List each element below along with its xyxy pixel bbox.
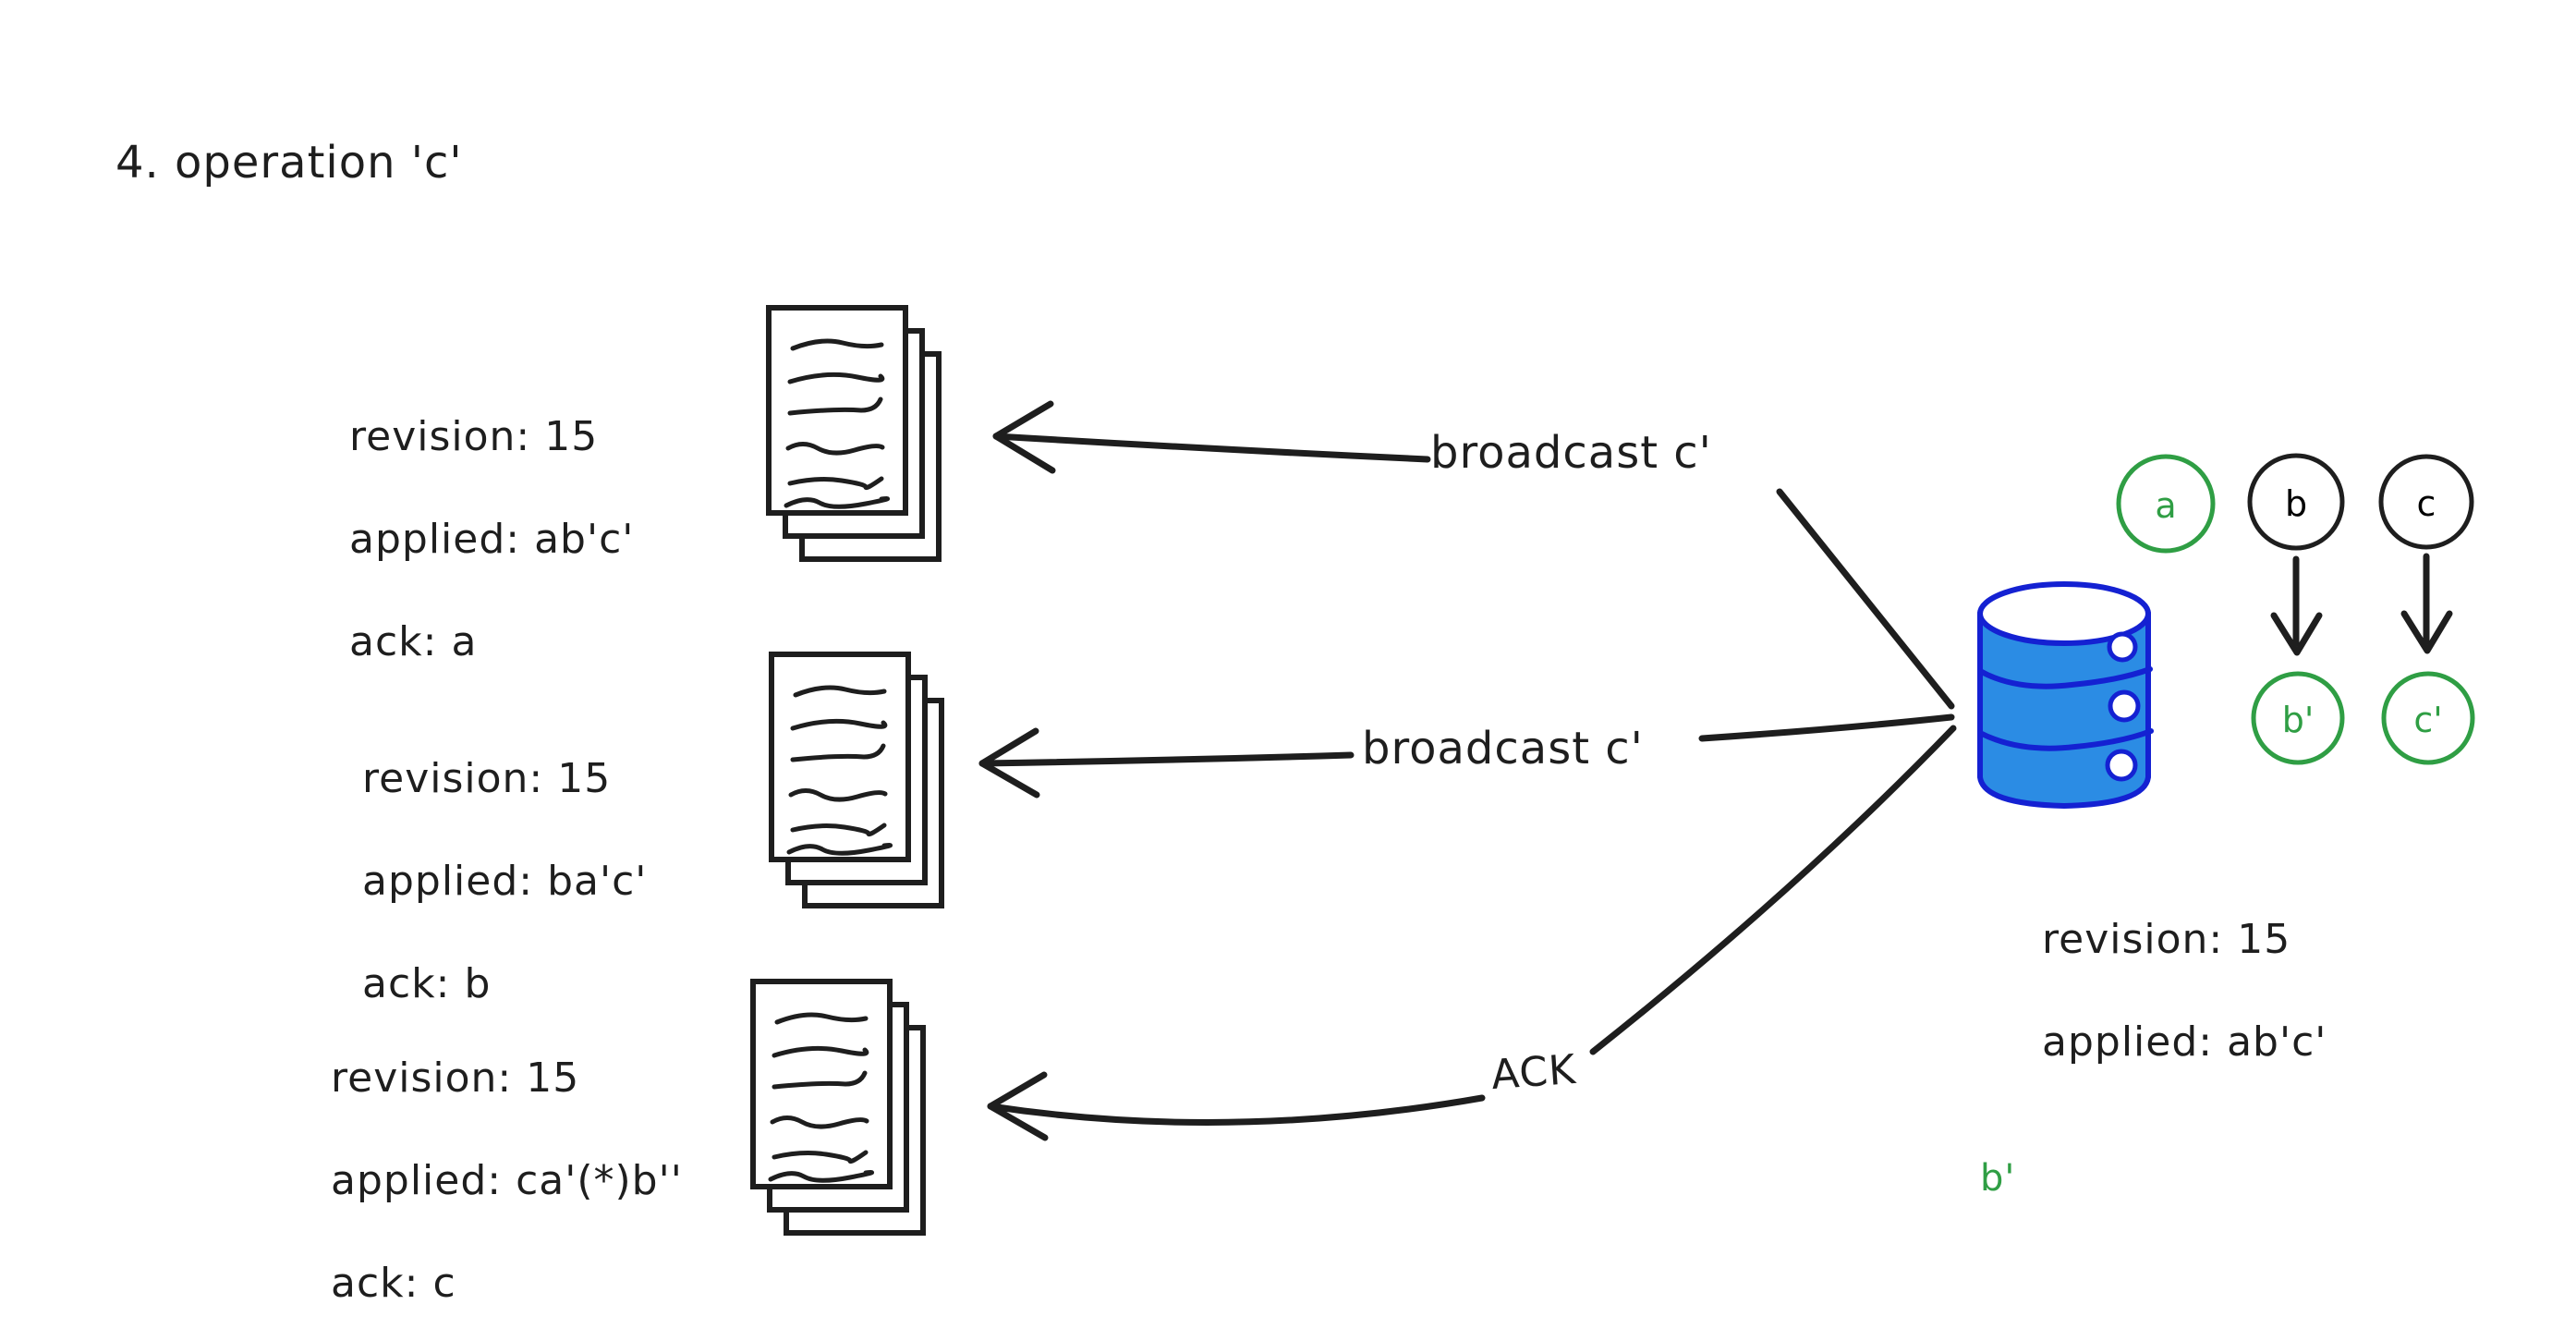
document-stack-2 <box>772 654 942 906</box>
arrow-shaft <box>1698 713 1955 742</box>
database-icon <box>1977 581 2154 810</box>
ack-label: ACK <box>1489 1045 1578 1100</box>
applied-line: applied: ab'c' <box>349 516 635 563</box>
client-state-2: revision: 15 applied: ba'c' ack: b <box>362 710 647 1053</box>
arrow-broadcast-top <box>992 400 1955 710</box>
node-letter-b-prime: b' <box>2281 700 2315 740</box>
broadcast-top-label: broadcast c' <box>1430 427 1712 479</box>
operation-node-c <box>2378 454 2474 550</box>
db-body <box>1977 610 2151 810</box>
db-separator-1 <box>1977 666 2153 689</box>
applied-line: applied: ba'c' <box>362 858 648 905</box>
revision-line: revision: 15 <box>349 413 599 460</box>
arrow-shaft <box>987 1094 1486 1126</box>
ack-line: ack: b <box>362 960 492 1007</box>
op-arrow-c-to-c-prime <box>2400 553 2453 654</box>
document-stack-3 <box>753 981 923 1233</box>
revision-line: revision: 15 <box>362 755 612 802</box>
db-separator-2 <box>1977 728 2154 751</box>
arrow-shaft <box>992 433 1431 463</box>
operation-node-c-prime <box>2381 671 2475 765</box>
client-state-3: revision: 15 applied: ca'(*)b'' ack: c <box>331 1009 683 1341</box>
ack-line: ack: a <box>349 618 478 665</box>
node-letter-c-prime: c' <box>2413 700 2443 740</box>
pending-note-b-prime: b' <box>1980 1157 2016 1200</box>
revision-line: revision: 15 <box>331 1055 580 1102</box>
arrow-shaft <box>978 751 1355 767</box>
applied-line: applied: ab'c' <box>2042 1018 2327 1066</box>
broadcast-middle-label: broadcast c' <box>1362 723 1644 774</box>
node-letter-c: c <box>2416 483 2436 524</box>
db-hole-2 <box>2108 689 2141 723</box>
operation-node-b <box>2247 453 2345 551</box>
applied-line: applied: ca'(*)b'' <box>331 1157 683 1204</box>
operation-node-a <box>2116 454 2216 554</box>
client-state-1: revision: 15 applied: ab'c' ack: a <box>349 368 634 711</box>
db-top-ellipse <box>1977 581 2151 646</box>
arrowhead-icon <box>2400 610 2453 654</box>
node-letter-b: b <box>2284 483 2308 524</box>
db-hole-1 <box>2107 631 2138 663</box>
revision-line: revision: 15 <box>2042 916 2291 963</box>
arrowhead-icon <box>2270 612 2323 656</box>
db-hole-3 <box>2105 749 2138 782</box>
node-letter-a: a <box>2155 485 2177 526</box>
arrow-broadcast-middle <box>978 713 1955 799</box>
document-stack-1 <box>769 308 939 559</box>
arrow-shaft <box>1776 488 1955 710</box>
arrow-ack <box>987 725 1957 1141</box>
ack-line: ack: c <box>331 1260 456 1307</box>
operation-node-b-prime <box>2251 671 2345 765</box>
op-arrow-b-to-b-prime <box>2270 555 2323 656</box>
server-state: revision: 15 applied: ab'c' <box>2042 871 2327 1111</box>
page-title: 4. operation 'c' <box>115 137 463 189</box>
arrow-shaft <box>1589 725 1957 1055</box>
